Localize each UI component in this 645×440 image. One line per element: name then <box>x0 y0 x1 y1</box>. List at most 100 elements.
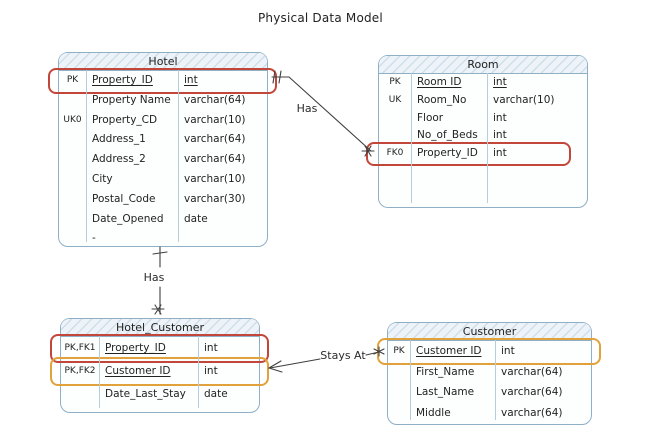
row-field-name: Room ID <box>417 76 462 88</box>
row-key-label: FK0 <box>386 148 404 159</box>
column-divider <box>86 70 87 242</box>
table-title-room: Room <box>379 56 587 74</box>
one-cardinality-marker <box>373 346 385 357</box>
row-field-name: Address_2 <box>92 153 146 166</box>
row-field-name: Postal_Code <box>92 192 156 205</box>
row-data-type: varchar(64) <box>501 406 563 419</box>
table-row: Postal_Code varchar(30) <box>59 190 267 210</box>
row-key-label <box>61 383 99 406</box>
row-key-label <box>59 150 86 170</box>
row-data-type: varchar(10) <box>184 172 246 185</box>
row-key-label <box>388 382 410 403</box>
row-key-label: UK0 <box>63 114 82 125</box>
row-field-name: Room_No <box>417 93 467 106</box>
relationship-label-has-room[interactable]: Has <box>297 102 318 115</box>
relationship-label-has-hotelcustomer[interactable]: Has <box>144 271 165 284</box>
table-title-customer: Customer <box>388 323 591 341</box>
row-field-name: Property_CD <box>92 113 158 126</box>
row-key-label: PK,FK2 <box>64 366 96 376</box>
one-cardinality-marker <box>272 70 282 84</box>
table-row: Property Name varchar(64) <box>59 91 267 111</box>
column-divider <box>410 340 411 420</box>
row-data-type: int <box>493 129 507 142</box>
row-data-type: int <box>493 111 507 124</box>
row-key-label: PK <box>389 77 401 87</box>
row-key-label <box>59 170 86 190</box>
row-field-name: First_Name <box>416 365 475 378</box>
one-cardinality-marker <box>152 251 168 255</box>
row-data-type: int <box>184 74 198 86</box>
table-title-hotel-customer: Hotel_Customer <box>61 319 259 337</box>
row-field-name: Property_ID <box>105 342 166 354</box>
row-key-label: PK,FK1 <box>64 343 96 353</box>
row-key-label <box>59 130 86 150</box>
table-row: UK Room_No varchar(10) <box>379 92 587 110</box>
many-cardinality-marker <box>151 304 165 315</box>
row-field-name: Date_Opened <box>92 212 164 225</box>
row-field-name: No_of_Beds <box>417 129 478 142</box>
row-data-type: varchar(10) <box>493 93 555 106</box>
table-title-hotel: Hotel <box>59 53 267 71</box>
table-row: City varchar(10) <box>59 170 267 190</box>
row-data-type <box>178 229 267 249</box>
relationship-line-hotelcustomer-customer[interactable] <box>269 351 380 369</box>
row-data-type: int <box>493 76 507 88</box>
row-key-label <box>379 110 411 128</box>
row-data-type: int <box>493 147 507 160</box>
row-field-name: Customer ID <box>105 365 171 377</box>
table-row: PK,FK1 Property_ID int <box>50 334 269 363</box>
many-cardinality-marker <box>361 145 375 157</box>
row-field-name: Address_1 <box>92 133 146 146</box>
relationship-label-stays-at[interactable]: Stays At <box>320 349 366 362</box>
row-data-type: varchar(64) <box>184 153 246 166</box>
row-data-type: varchar(64) <box>501 365 563 378</box>
row-key-label <box>379 127 411 145</box>
row-key-label: PK <box>66 75 79 85</box>
row-data-type: varchar(64) <box>184 93 246 106</box>
row-key-label <box>388 403 410 424</box>
column-divider <box>411 73 412 203</box>
relationship-line-hotel-room[interactable] <box>271 76 372 152</box>
table-row: No_of_Beds int <box>379 127 587 145</box>
column-divider <box>99 336 100 408</box>
table-row: PK Customer ID int <box>377 338 601 365</box>
row-data-type: varchar(30) <box>184 192 246 205</box>
row-key-label <box>59 229 86 249</box>
column-divider <box>198 336 199 408</box>
table-row: PK Room ID int <box>379 74 587 92</box>
row-key-label: PK <box>393 346 405 356</box>
row-field-name: Date_Last_Stay <box>105 388 186 400</box>
table-row: - <box>59 229 267 249</box>
row-field-name: Property Name <box>92 93 171 106</box>
row-data-type: int <box>501 345 515 357</box>
table-row: First_Name varchar(64) <box>388 362 591 383</box>
row-key-label: UK <box>388 94 402 105</box>
diagram-title: Physical Data Model <box>258 11 383 25</box>
row-key-label <box>59 190 86 210</box>
row-field-name: Customer ID <box>416 345 482 357</box>
table-row: Middle varchar(64) <box>388 403 591 424</box>
row-key-label <box>59 91 86 111</box>
row-data-type: int <box>204 342 218 354</box>
row-field-name: City <box>92 172 113 185</box>
row-key-label <box>59 210 86 230</box>
row-field-name: Middle <box>416 406 451 419</box>
table-row: Address_2 varchar(64) <box>59 150 267 170</box>
column-divider <box>495 340 496 420</box>
column-divider <box>487 73 488 203</box>
row-data-type: varchar(64) <box>501 386 563 398</box>
